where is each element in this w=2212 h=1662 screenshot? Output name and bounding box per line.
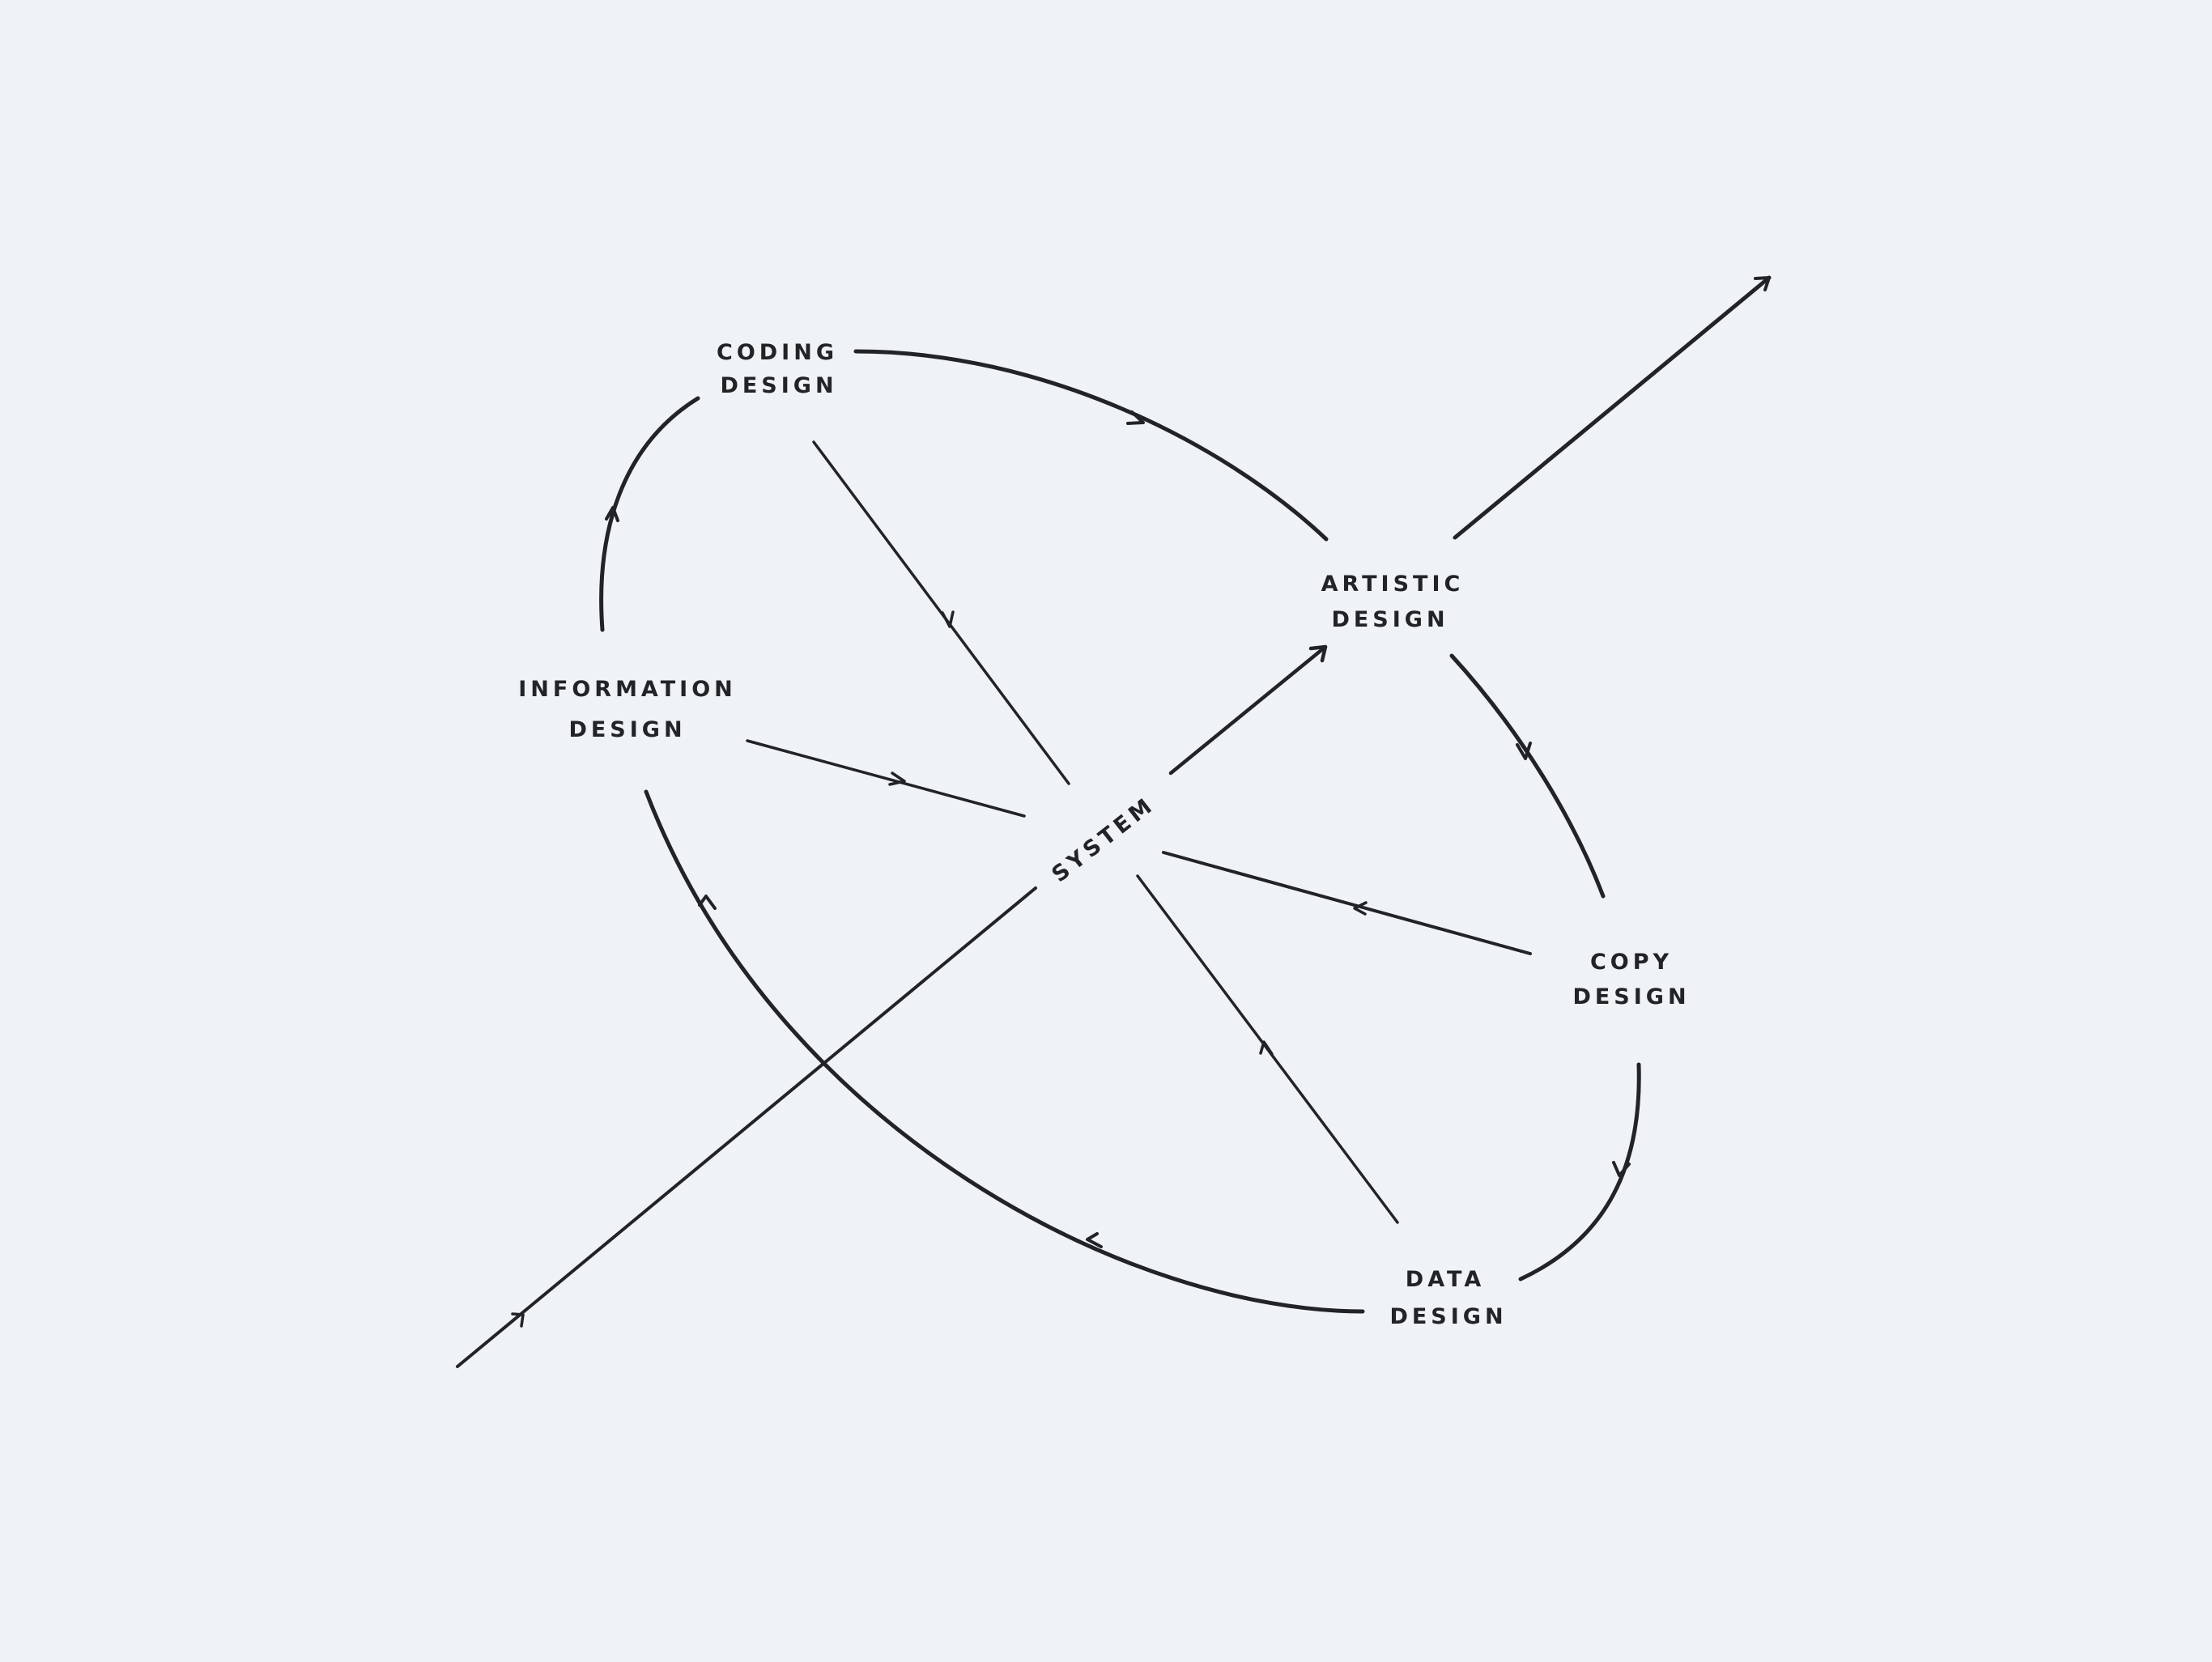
node-coding-design: CODING DESIGN (717, 340, 838, 398)
arrowhead-information-to-system (888, 771, 906, 786)
arrowhead-artistic-to-output (1754, 276, 1771, 291)
edge-system-to-artistic (1168, 644, 1328, 776)
node-copy-design: COPY DESIGN (1572, 950, 1690, 1010)
arrowhead-copy-to-system (1353, 901, 1368, 916)
arrowhead-data-to-system (1259, 1040, 1274, 1056)
arrowhead-data-to-information-2 (698, 895, 717, 910)
node-information-design: INFORMATION DESIGN (518, 677, 737, 742)
arrowhead-information-to-coding (605, 506, 619, 522)
node-information-line1: INFORMATION (518, 677, 737, 702)
node-data-design: DATA DESIGN (1389, 1267, 1507, 1329)
node-system-label: SYSTEM (1047, 792, 1159, 887)
node-coding-line2: DESIGN (720, 373, 837, 398)
arrowhead-copy-to-data (1612, 1161, 1631, 1177)
node-copy-line2: DESIGN (1572, 984, 1690, 1010)
arrowhead-coding-to-system (941, 610, 955, 628)
arrowhead-input-to-system (511, 1312, 525, 1328)
edge-copy-to-system (1162, 851, 1532, 955)
edge-artistic-to-copy (1449, 653, 1606, 899)
edge-information-to-system (746, 739, 1026, 818)
edge-copy-to-data (1518, 1062, 1641, 1282)
arrowhead-data-to-information-1 (1086, 1232, 1103, 1248)
node-copy-line1: COPY (1590, 950, 1673, 975)
node-data-line2: DESIGN (1389, 1304, 1507, 1329)
edge-coding-to-artistic (853, 349, 1329, 542)
node-data-line1: DATA (1406, 1267, 1485, 1292)
arrowhead-system-to-artistic (1308, 644, 1328, 663)
edge-information-to-coding (599, 396, 700, 632)
node-artistic-design: ARTISTIC DESIGN (1321, 572, 1465, 632)
arrowhead-artistic-to-copy (1516, 742, 1532, 760)
node-information-line2: DESIGN (568, 717, 686, 742)
node-artistic-line2: DESIGN (1331, 607, 1448, 632)
edge-input-to-system (456, 886, 1037, 1368)
edge-data-to-information (644, 789, 1365, 1314)
arrowhead-coding-to-artistic (1126, 410, 1145, 425)
node-system: SYSTEM (1047, 792, 1159, 887)
node-artistic-line1: ARTISTIC (1321, 572, 1465, 597)
edge-artistic-to-output (1453, 275, 1772, 540)
node-coding-line1: CODING (717, 340, 838, 365)
